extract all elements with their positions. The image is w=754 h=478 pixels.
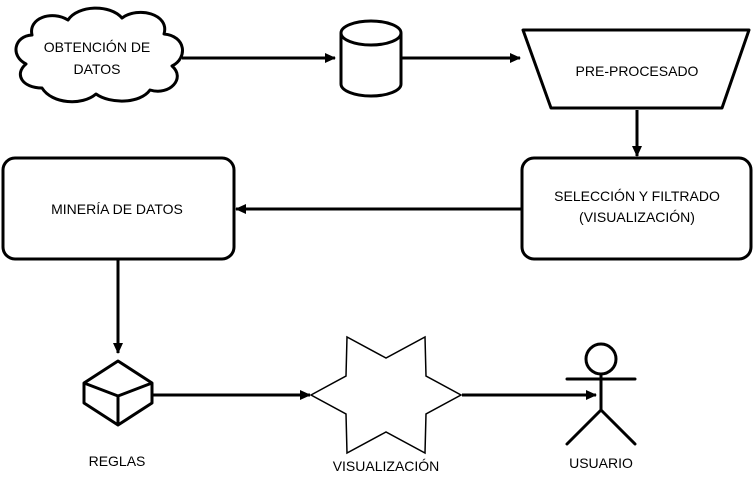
obtencion-label-line2: DATOS xyxy=(74,61,121,77)
cube-outline xyxy=(82,359,154,427)
actor-left-leg xyxy=(565,408,603,446)
node-reglas-cube xyxy=(82,359,154,427)
star-shape xyxy=(309,335,463,455)
preprocesado-label: PRE-PROCESADO xyxy=(576,63,699,79)
cylinder-top xyxy=(339,19,403,47)
node-mineria: MINERÍA DE DATOS xyxy=(1,156,236,261)
mineria-label: MINERÍA DE DATOS xyxy=(51,201,183,217)
usuario-label: USUARIO xyxy=(569,455,633,471)
edges xyxy=(113,53,642,400)
cube-edges xyxy=(83,381,153,425)
mineria-box xyxy=(1,156,236,261)
node-preprocesado: PRE-PROCESADO xyxy=(521,28,751,110)
actor-right-leg xyxy=(599,408,637,446)
node-seleccion: SELECCIÓN Y FILTRADO (VISUALIZACIÓN) xyxy=(520,156,753,261)
seleccion-box xyxy=(520,156,753,261)
node-obtencion-cloud: OBTENCIÓN DE DATOS xyxy=(14,6,184,104)
preprocesado-shape xyxy=(521,28,751,110)
seleccion-label-line1: SELECCIÓN Y FILTRADO xyxy=(554,188,720,204)
obtencion-label-line1: OBTENCIÓN DE xyxy=(44,39,151,55)
node-database-cylinder xyxy=(339,19,403,98)
visualizacion-label: VISUALIZACIÓN xyxy=(333,458,440,474)
reglas-label: REGLAS xyxy=(89,453,146,469)
node-visualizacion-star xyxy=(309,335,463,455)
node-usuario-actor xyxy=(565,342,637,446)
cylinder-body xyxy=(339,33,403,98)
cloud-shape xyxy=(14,6,184,104)
seleccion-label-line2: (VISUALIZACIÓN) xyxy=(579,209,695,225)
actor-head xyxy=(584,342,618,376)
